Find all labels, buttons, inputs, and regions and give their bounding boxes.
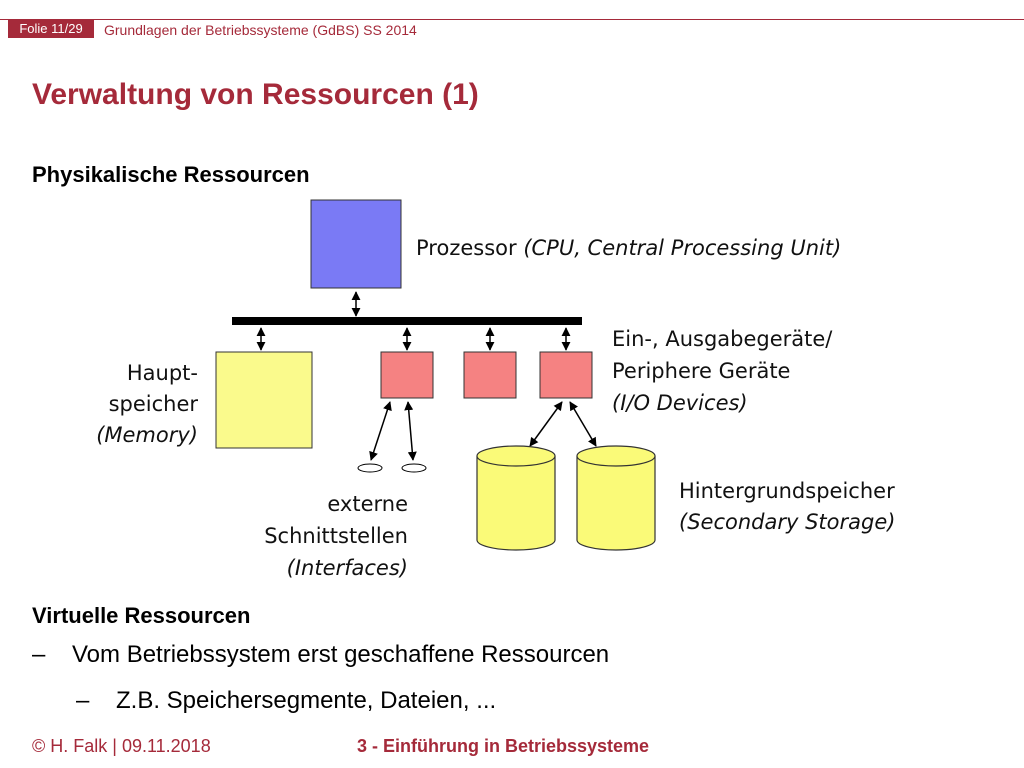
course-title: Grundlagen der Betriebssysteme (GdBS) SS… (104, 22, 417, 38)
storage-disk-1 (476, 445, 556, 551)
system-bus (232, 317, 582, 325)
memory-label-3: (Memory) (96, 423, 198, 447)
memory-label-1: Haupt- (127, 361, 198, 385)
interface-arrow-2 (404, 401, 417, 461)
bullet-text: Vom Betriebssystem erst geschaffene Ress… (72, 641, 610, 668)
section-physical-resources: Physikalische Ressourcen (32, 162, 310, 187)
resource-diagram: Prozessor (CPU, Central Processing Unit)… (96, 199, 895, 580)
interface-port-1 (357, 463, 383, 473)
io-device-box-2 (463, 351, 517, 399)
interface-port-2 (401, 463, 427, 473)
interface-arrow-1 (369, 401, 392, 461)
storage-arrow-2 (569, 401, 597, 447)
io-device-box-3 (539, 351, 593, 399)
interfaces-label-1: externe (327, 492, 408, 516)
io-label-1: Ein-, Ausgabegeräte/ (612, 327, 833, 351)
memory-box (215, 351, 313, 449)
slide-title: Verwaltung von Ressourcen (1) (32, 78, 479, 111)
storage-arrow-1 (529, 401, 563, 447)
bullet-level-2: –Z.B. Speichersegmente, Dateien, ... (76, 687, 496, 715)
storage-label-1: Hintergrundspeicher (679, 479, 895, 503)
storage-disk-2 (576, 445, 656, 551)
footer-chapter: 3 - Einführung in Betriebssysteme (357, 736, 650, 756)
io-label-3: (I/O Devices) (612, 391, 748, 415)
bullet-dash: – (32, 641, 46, 668)
header-rule (0, 19, 1024, 20)
io-label-2: Periphere Geräte (612, 359, 790, 383)
interfaces-label-3: (Interfaces) (287, 556, 408, 580)
io-device-box-1 (380, 351, 434, 399)
interfaces-label-2: Schnittstellen (264, 524, 408, 548)
section-virtual-resources: Virtuelle Ressourcen (32, 603, 251, 628)
cpu-box (310, 199, 402, 289)
footer-author-date: © H. Falk | 09.11.2018 (32, 736, 211, 756)
slide-number: Folie 11/29 (8, 20, 94, 38)
storage-label-2: (Secondary Storage) (679, 510, 895, 534)
bullet-dash: – (76, 687, 90, 714)
bullet-text: Z.B. Speichersegmente, Dateien, ... (116, 687, 497, 714)
memory-label-2: speicher (109, 392, 199, 416)
cpu-label: Prozessor (CPU, Central Processing Unit) (416, 236, 841, 260)
bullet-level-1: –Vom Betriebssystem erst geschaffene Res… (32, 641, 609, 669)
